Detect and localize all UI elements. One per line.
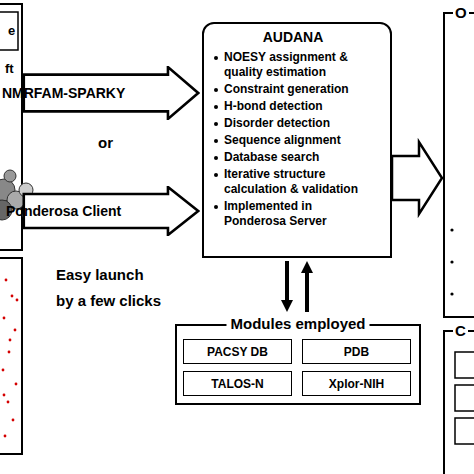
peak [12, 419, 15, 422]
node-title: AUDANA [212, 28, 374, 46]
module-box: Xplor-NIH [302, 371, 411, 396]
label-text: or [98, 134, 113, 152]
flow-arrow [305, 271, 309, 312]
right-dots [450, 228, 453, 295]
bullet-dot [214, 122, 218, 126]
bullet-dot [214, 205, 218, 209]
tool-panel: AUDANA NOESY assignment & quality estimat… [202, 22, 392, 258]
peak [9, 339, 12, 342]
note-text: Easy launch by a few clicks [56, 262, 163, 314]
launch-arrow: NMRFAM-SPARKY [22, 66, 200, 120]
bullet-text: Constraint generation [212, 82, 374, 97]
module-box: PACSY DB [183, 339, 292, 364]
flow-arrow [285, 261, 289, 302]
bullet-text: Iterative structure calculation & valida… [212, 167, 374, 197]
peak [11, 295, 14, 298]
left-panel [0, 4, 22, 454]
bullet-dot [214, 173, 218, 177]
peak [4, 435, 7, 438]
peak [14, 329, 17, 332]
panel-box [0, 12, 18, 50]
peak [15, 383, 18, 386]
node-title: Ponderosa Client [6, 203, 121, 219]
node-title: O [453, 4, 469, 22]
output-panel: C [443, 330, 474, 474]
bullet-dot [214, 88, 218, 92]
module-box: PDB [302, 339, 411, 364]
module-group: PACSY DB PDB TALOS-N Xplor-NIH Modules emplo… [175, 315, 421, 405]
label-text: ft [5, 60, 14, 78]
bullet-dot [214, 139, 218, 143]
peak [3, 394, 6, 397]
right-boxes [455, 352, 474, 444]
peak [16, 299, 19, 302]
node-title: Modules employed [226, 315, 369, 333]
peak [8, 351, 11, 354]
spectrum-peaks [2, 279, 19, 438]
launch-arrow: Ponderosa Client [22, 186, 200, 236]
peak [3, 317, 6, 320]
bullet-dot [214, 56, 218, 60]
node-title: Xplor-NIH [329, 377, 384, 391]
bullet-text: NOESY assignment & quality estimation [212, 50, 374, 80]
node-title: C [453, 322, 468, 340]
spectrum-outline [0, 258, 22, 454]
bullet-text: Database search [212, 150, 374, 165]
bullet-dot [214, 156, 218, 160]
peak [2, 369, 5, 372]
peak [7, 401, 10, 404]
node-title: PDB [344, 345, 369, 359]
bullet-text: Disorder detection [212, 116, 374, 131]
bullet-dot [214, 105, 218, 109]
bullet-text: Implemented in Ponderosa Server [212, 199, 374, 229]
node-title: PACSY DB [207, 345, 268, 359]
node-title: NMRFAM-SPARKY [2, 85, 125, 101]
peak [5, 279, 8, 282]
node-title: TALOS-N [211, 377, 263, 391]
output-panel: O [443, 12, 474, 318]
bullet-text: Sequence alignment [212, 133, 374, 148]
module-box: TALOS-N [183, 371, 292, 396]
label-text: e [8, 22, 15, 40]
flow-arrow [392, 142, 442, 214]
bullet-text: H-bond detection [212, 99, 374, 114]
